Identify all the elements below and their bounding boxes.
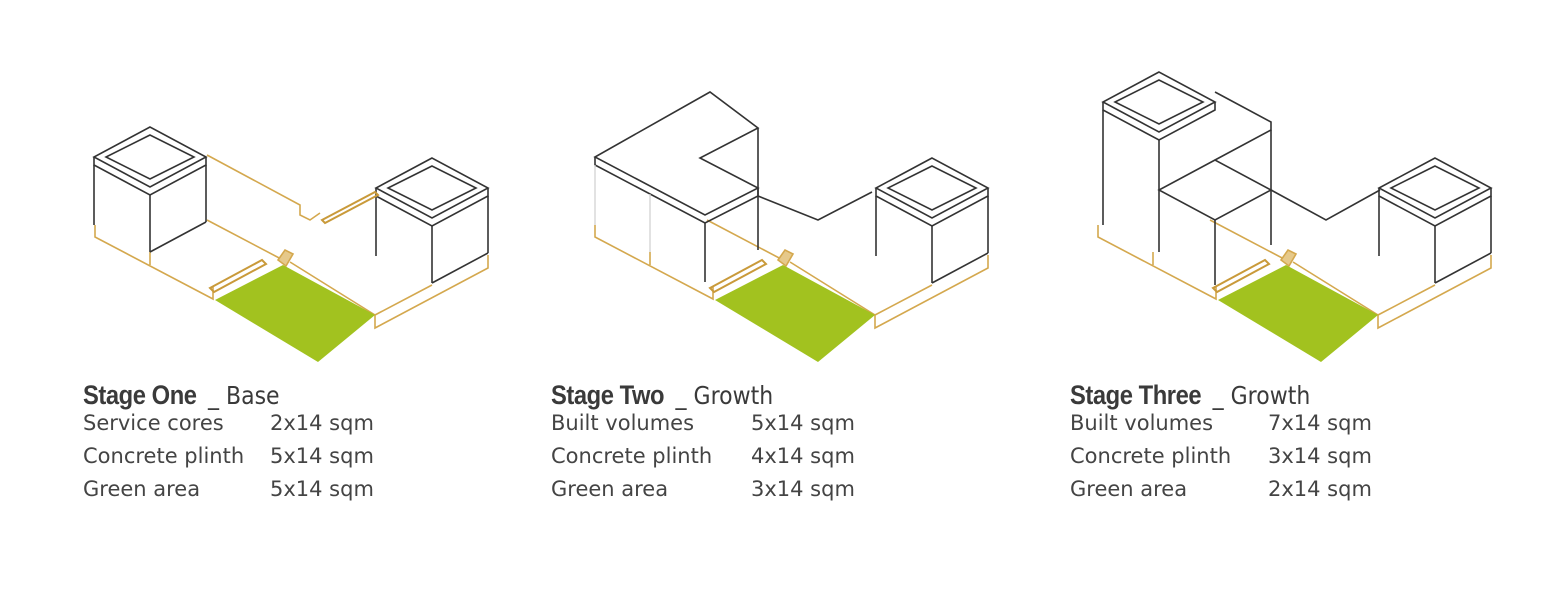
stage-title: Stage One _ Base bbox=[83, 380, 280, 410]
stage-title: Stage Three _ Growth bbox=[1070, 380, 1311, 410]
stage-title: Stage Two _ Growth bbox=[551, 380, 774, 410]
stage-three-drawing bbox=[1097, 71, 1492, 363]
stage-two-drawing bbox=[593, 91, 989, 363]
stage-one-drawing bbox=[93, 126, 489, 363]
